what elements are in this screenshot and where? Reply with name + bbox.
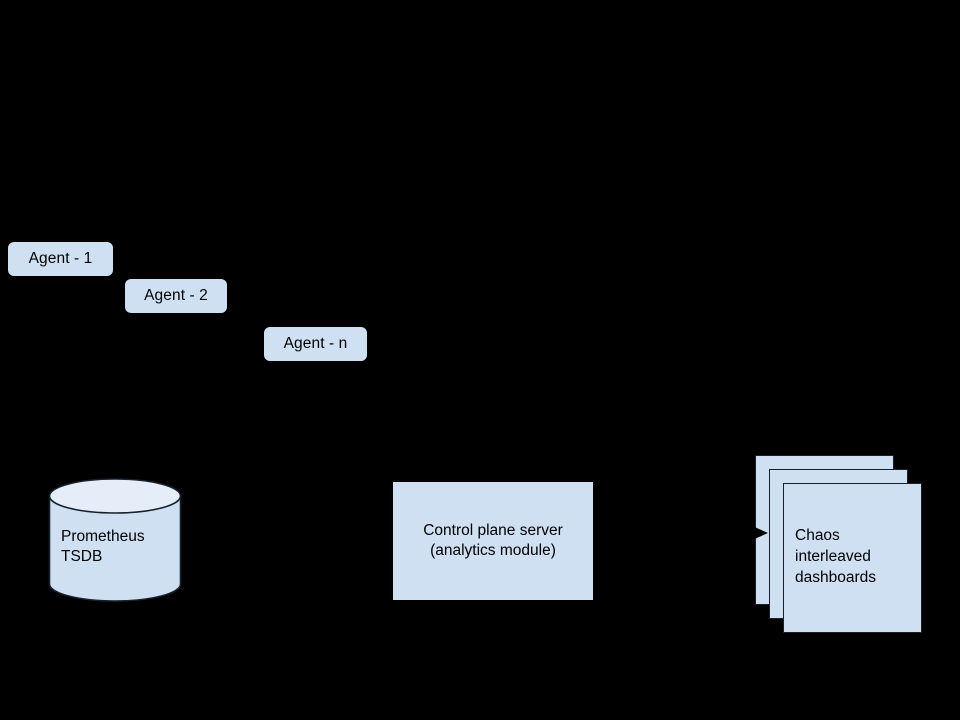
cylinder-shape <box>48 478 182 602</box>
prometheus-tsdb-label: Prometheus TSDB <box>61 528 145 566</box>
prometheus-tsdb-cylinder[interactable]: Prometheus TSDB <box>48 478 182 604</box>
agent-node-2[interactable]: Agent - 2 <box>125 279 227 313</box>
dashboard-panel-front[interactable]: Chaos interleaved dashboards <box>783 483 922 633</box>
agent-node-2-label: Agent - 2 <box>144 287 208 305</box>
agent-node-n[interactable]: Agent - n <box>264 327 367 361</box>
control-plane-server-node[interactable]: Control plane server (analytics module) <box>393 482 593 600</box>
chaos-dashboards-label: Chaos interleaved dashboards <box>795 527 877 586</box>
control-plane-server-label: Control plane server (analytics module) <box>423 521 563 559</box>
server-to-dashboards-connector <box>593 525 768 541</box>
agent-node-n-label: Agent - n <box>283 335 348 353</box>
agent-node-1-label: Agent - 1 <box>28 250 93 268</box>
agent-node-1[interactable]: Agent - 1 <box>8 242 113 276</box>
